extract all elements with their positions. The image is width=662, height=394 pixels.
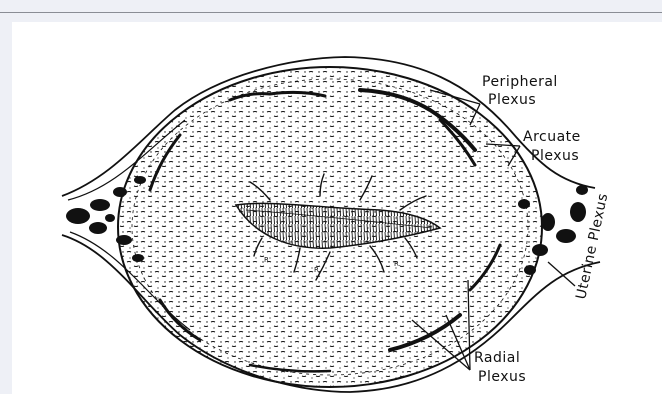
label-peripheral-plexus: Plexus: [488, 92, 536, 108]
label-radial: Radial: [474, 350, 520, 366]
label-radial-plexus: Plexus: [478, 369, 526, 385]
r-marker-1: R.: [264, 256, 271, 264]
label-arcuate-plexus: Plexus: [531, 148, 579, 164]
r-marker-2: R.: [314, 266, 321, 274]
label-peripheral: Peripheral: [482, 74, 558, 90]
r-marker-3: R.: [394, 260, 401, 268]
label-arcuate: Arcuate: [523, 129, 581, 145]
